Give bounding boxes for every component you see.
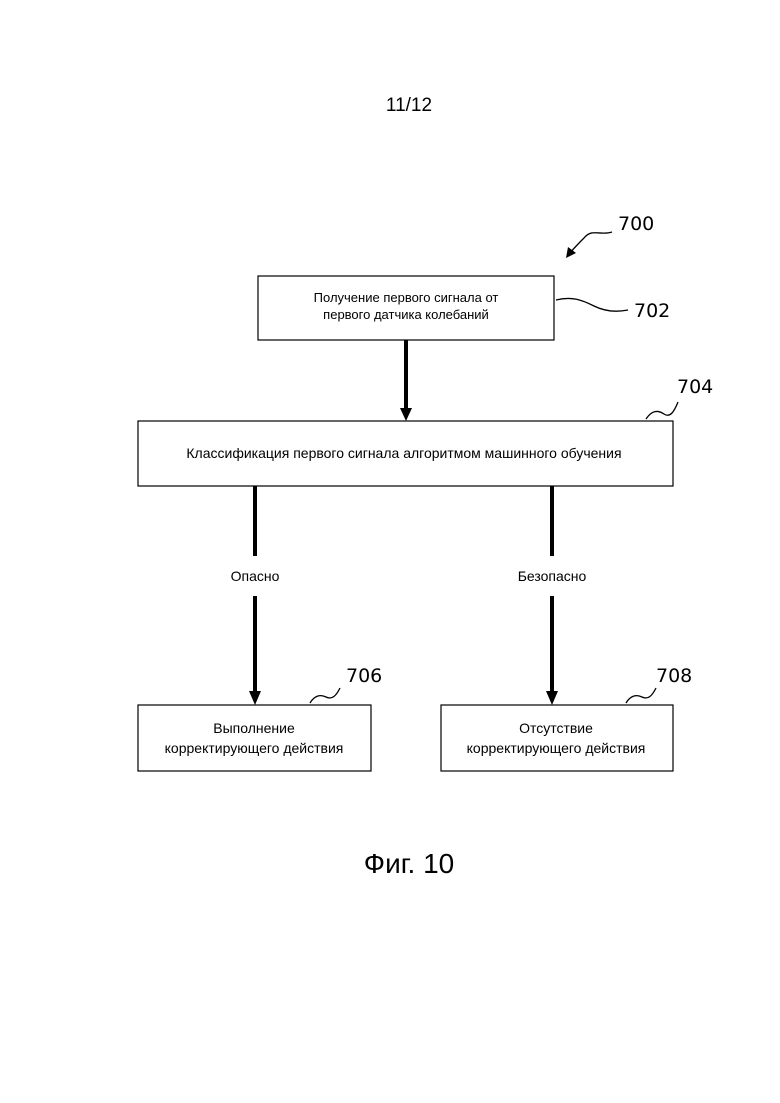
arrowhead-corrective	[249, 691, 261, 705]
ref-702-leader	[556, 298, 628, 311]
ref-708-label: 708	[656, 665, 692, 687]
ref-704-label: 704	[677, 376, 713, 398]
ref-706-leader	[310, 688, 340, 703]
figure-caption: Фиг. 10	[364, 848, 454, 879]
box-receive-line-1: Получение первого сигнала от	[314, 290, 499, 305]
method-ref-label: 700	[618, 213, 654, 235]
box-no-corrective-line-1: Отсутствие	[519, 720, 593, 736]
ref-704-leader	[646, 402, 678, 419]
box-corrective-line-2: корректирующего действия	[165, 740, 344, 756]
box-no-corrective-action	[441, 705, 673, 771]
box-receive-line-2: первого датчика колебаний	[323, 307, 489, 322]
arrowhead-no-corrective	[546, 691, 558, 705]
method-ref-leader	[570, 232, 612, 253]
branch-dangerous-label: Опасно	[231, 568, 280, 584]
branch-safe-label: Безопасно	[518, 568, 587, 584]
box-no-corrective-line-2: корректирующего действия	[467, 740, 646, 756]
page-number: 11/12	[386, 95, 432, 116]
ref-702-label: 702	[634, 300, 670, 322]
box-corrective-action	[138, 705, 371, 771]
box-classify-line-1: Классификация первого сигнала алгоритмом…	[186, 445, 621, 461]
ref-708-leader	[626, 688, 656, 703]
arrowhead-classify	[400, 408, 412, 421]
ref-706-label: 706	[346, 665, 382, 687]
box-corrective-line-1: Выполнение	[213, 720, 295, 736]
